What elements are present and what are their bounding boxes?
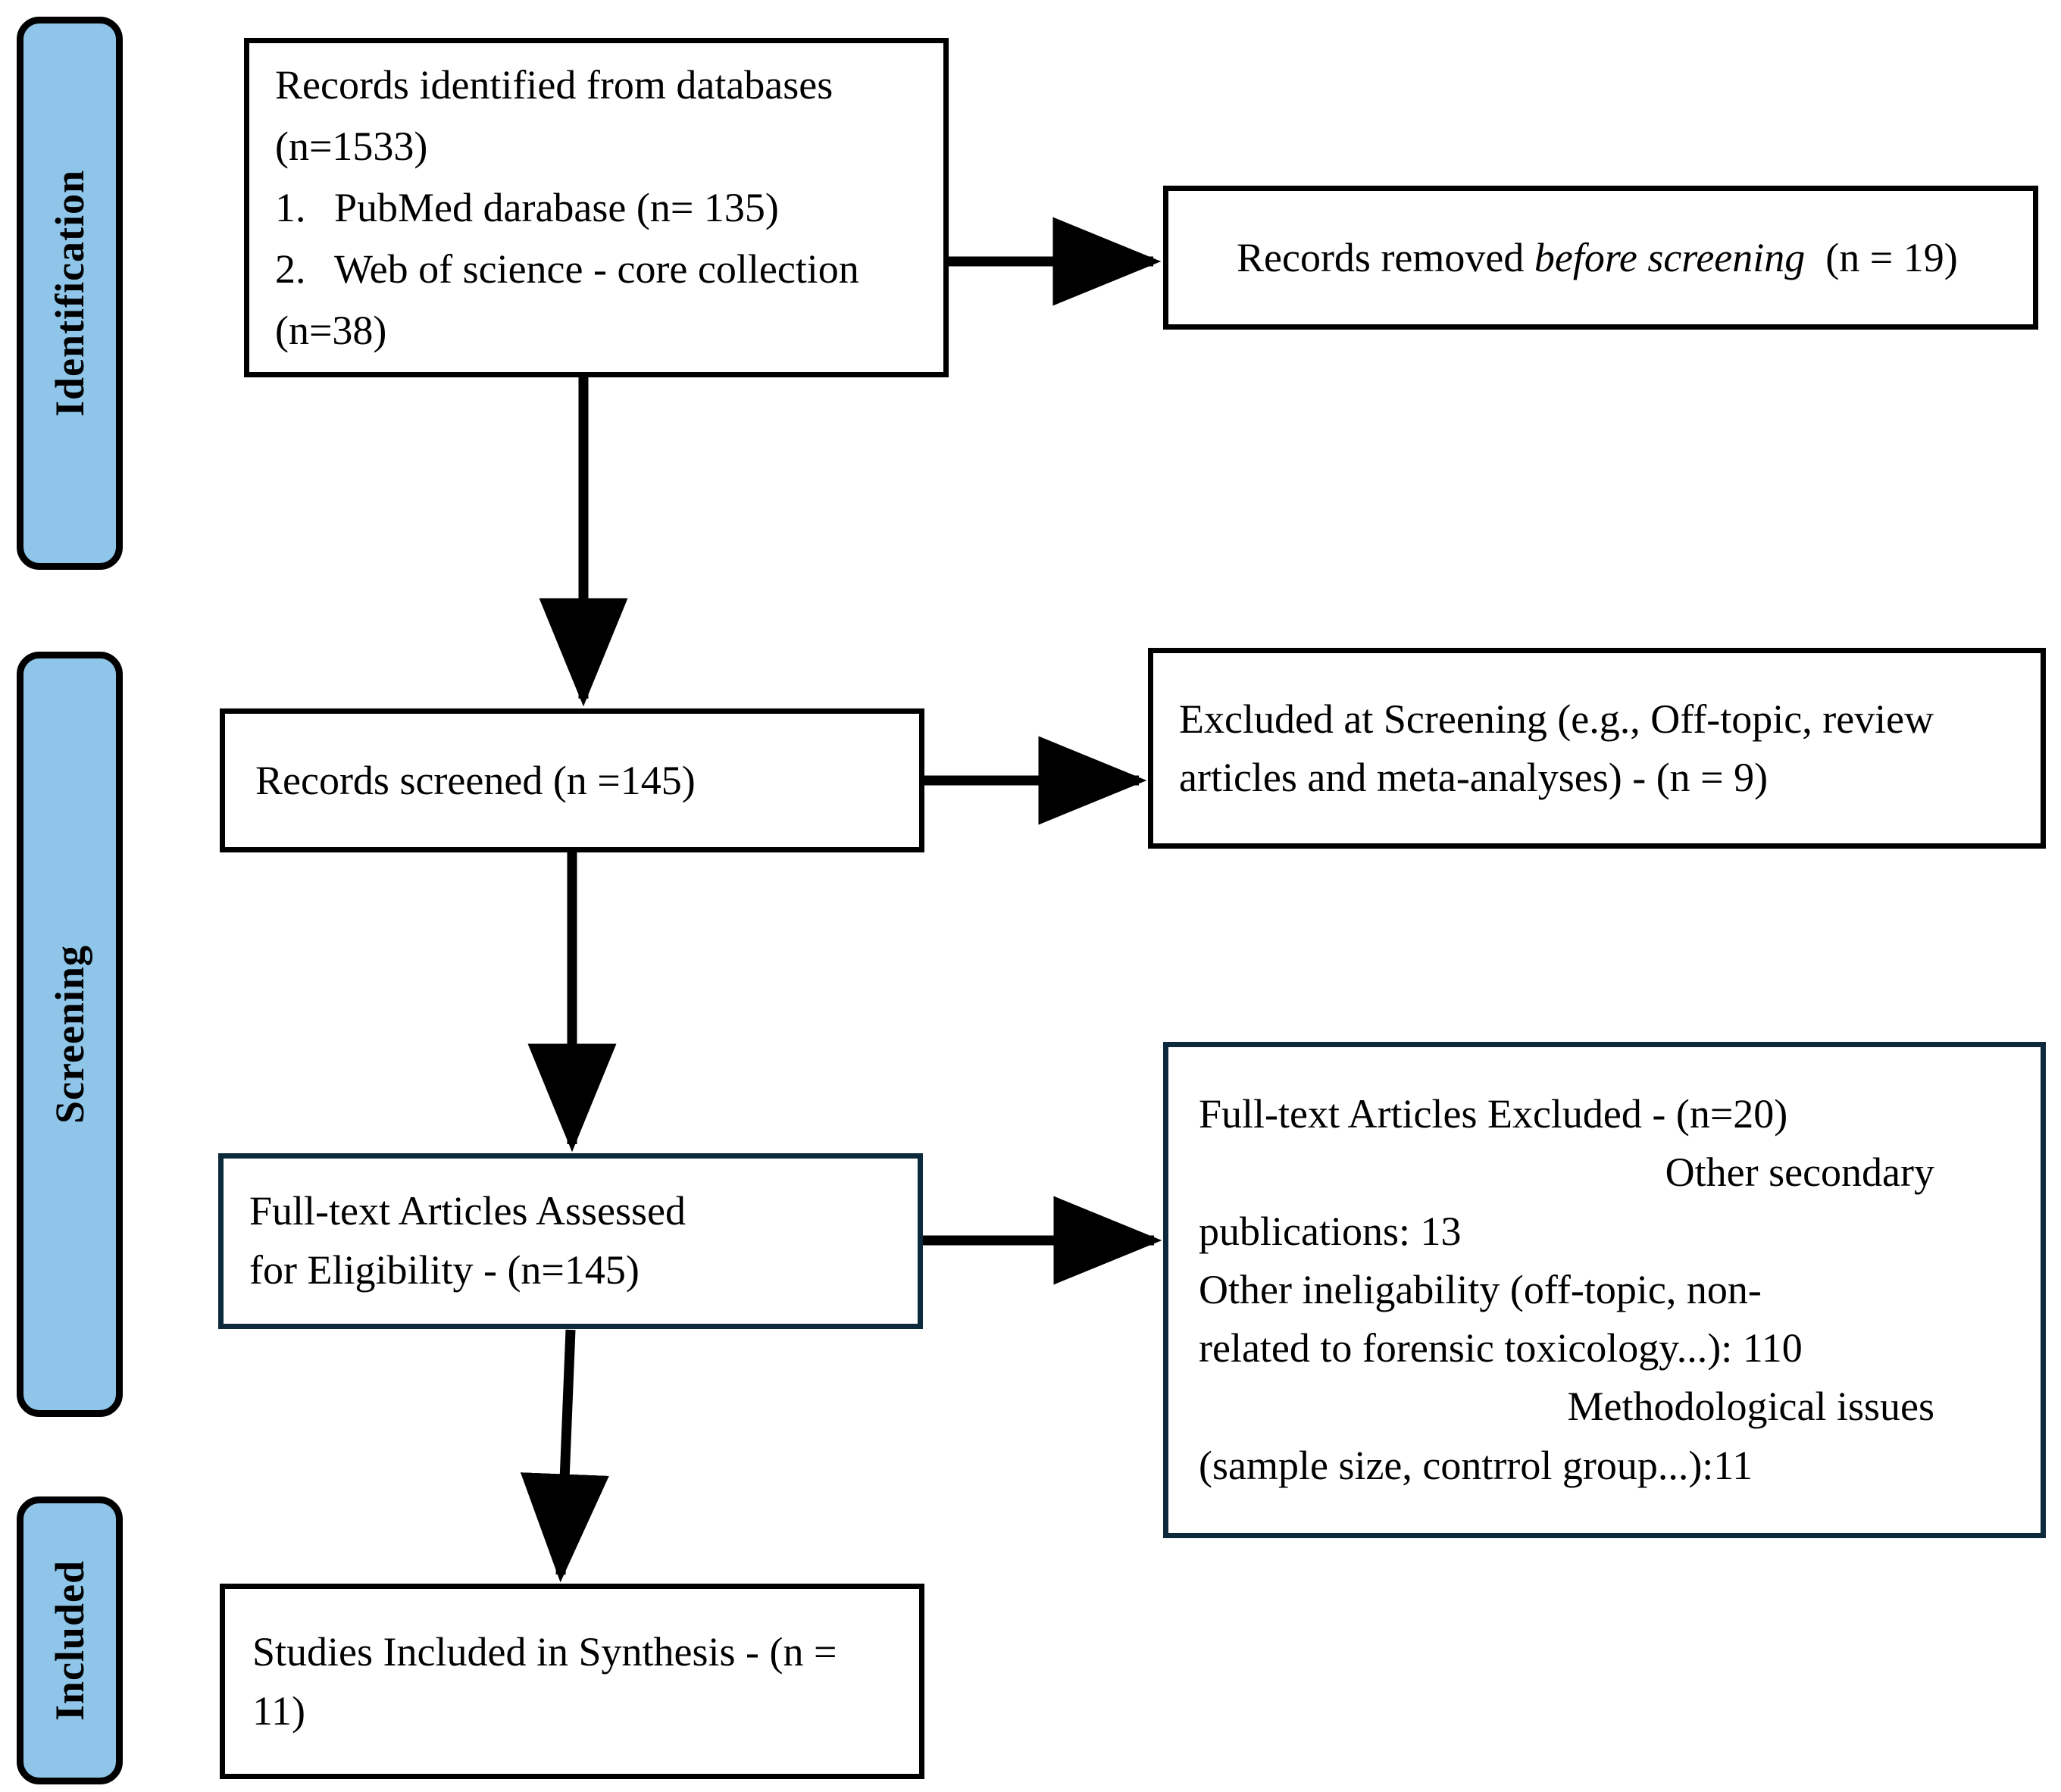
records-identified-count: (n=1533): [275, 123, 428, 169]
stage-bar-identification: Identification: [17, 17, 123, 570]
records-screened-text: Records screened (n =145): [255, 757, 696, 803]
list-marker-2: 2.: [275, 246, 306, 292]
studies-included-line-2: 11): [252, 1688, 305, 1734]
fulltext-excluded-line-1: Full-text Articles Excluded - (n=20): [1199, 1091, 1788, 1137]
box-fulltext-excluded: Full-text Articles Excluded - (n=20) Oth…: [1163, 1042, 2046, 1538]
list-text-1: PubMed darabase (n= 135): [334, 184, 779, 230]
excluded-screening-line-1: Excluded at Screening (e.g., Off-topic, …: [1179, 696, 1934, 742]
box-fulltext-assessed: Full-text Articles Assessed for Eligibil…: [218, 1153, 923, 1329]
fulltext-excluded-line-4: Other ineligability (off-topic, non-: [1199, 1266, 1762, 1312]
box-studies-included: Studies Included in Synthesis - (n = 11): [220, 1584, 924, 1779]
box-excluded-at-screening: Excluded at Screening (e.g., Off-topic, …: [1148, 648, 2046, 849]
records-identified-source-1: 1. PubMed darabase (n= 135): [275, 177, 921, 239]
fulltext-excluded-line-6: Methodological issues: [1567, 1384, 1934, 1430]
records-identified-source-2: 2. Web of science - core collection: [275, 239, 921, 300]
records-identified-source-2-count: (n=38): [275, 307, 387, 353]
records-identified-heading: Records identified from databases: [275, 61, 833, 108]
box-records-removed: Records removed before screening (n = 19…: [1163, 186, 2038, 330]
fulltext-excluded-line-2: Other secondary: [1665, 1149, 1934, 1196]
fulltext-excluded-line-3: publications: 13: [1199, 1208, 1462, 1254]
box-records-screened: Records screened (n =145): [220, 708, 924, 852]
fulltext-assessed-line-2: for Eligibility - (n=145): [249, 1247, 640, 1293]
records-removed-prefix: Records removed: [1237, 234, 1534, 280]
fulltext-excluded-line-5: related to forensic toxicology...): 110: [1199, 1325, 1803, 1371]
fulltext-assessed-line-1: Full-text Articles Assessed: [249, 1188, 686, 1234]
studies-included-line-1: Studies Included in Synthesis - (n =: [252, 1628, 837, 1675]
records-removed-text: Records removed before screening (n = 19…: [1237, 231, 2010, 284]
list-text-2: Web of science - core collection: [334, 246, 859, 292]
fulltext-excluded-line-7: (sample size, contrrol group...):11: [1199, 1442, 1753, 1488]
records-removed-emphasis: before screening: [1534, 234, 1806, 280]
stage-bar-screening: Screening: [17, 652, 123, 1417]
box-records-identified: Records identified from databases (n=153…: [244, 38, 949, 377]
stage-bar-included: Included: [17, 1496, 123, 1784]
records-removed-suffix: (n = 19): [1805, 234, 1958, 280]
list-marker-1: 1.: [275, 184, 306, 230]
arrow-fulltext-to-included: [520, 1329, 609, 1583]
excluded-screening-line-2: articles and meta-analyses) - (n = 9): [1179, 754, 1769, 800]
